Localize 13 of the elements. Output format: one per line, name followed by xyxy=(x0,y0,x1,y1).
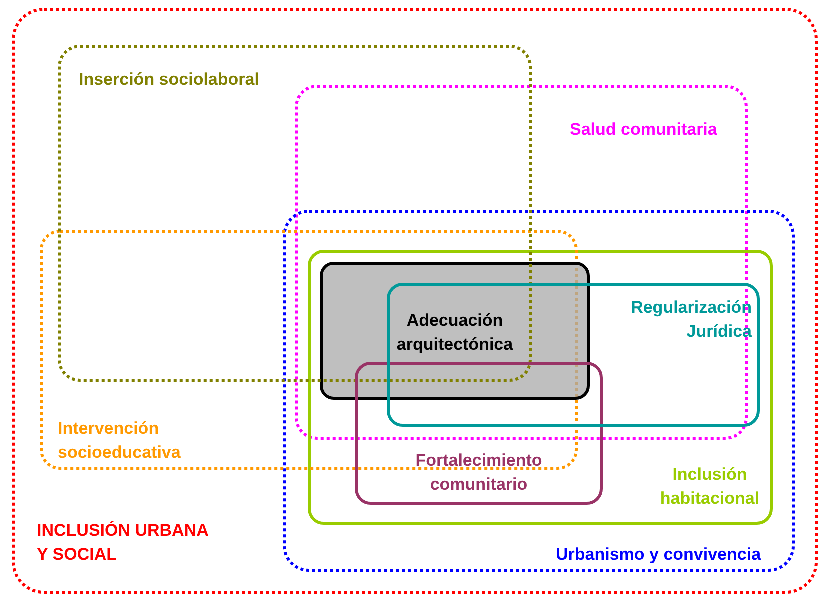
rounded-box xyxy=(355,362,603,505)
shaded-box xyxy=(320,262,590,400)
region-label: Fortalecimiento comunitario xyxy=(414,450,544,496)
region-label: Urbanismo y convivencia xyxy=(556,544,762,566)
region-label: Adecuación arquitectónica xyxy=(396,310,514,356)
region-label: Inserción sociolaboral xyxy=(79,69,260,91)
region-label: INCLUSIÓN URBANA Y SOCIAL xyxy=(37,520,209,566)
region-label: Salud comunitaria xyxy=(570,119,718,141)
region-label: Regularización Jurídica xyxy=(630,297,752,343)
region-label: Intervención socioeducativa xyxy=(58,418,182,464)
rounded-box xyxy=(308,250,773,525)
rounded-box xyxy=(387,283,760,427)
region-label: Inclusión habitacional xyxy=(659,464,761,510)
